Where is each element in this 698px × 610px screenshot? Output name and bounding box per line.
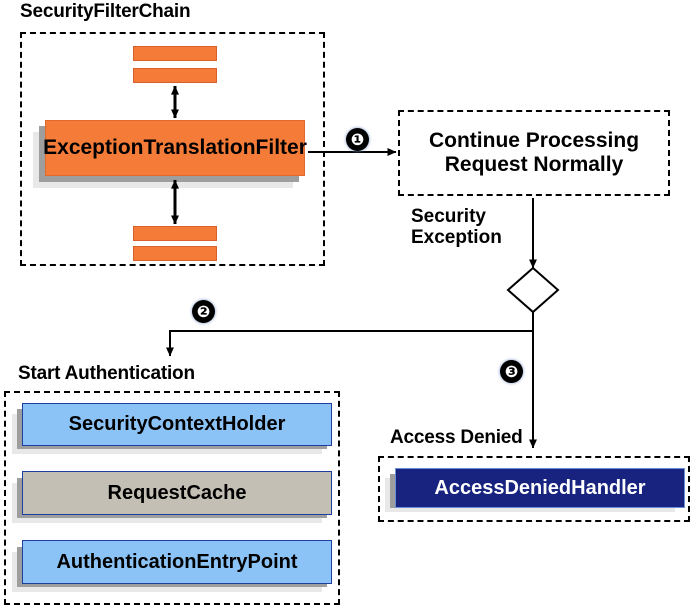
security-filter-chain-container [20,32,325,266]
node-authentication-entry-point[interactable]: AuthenticationEntryPoint [22,540,332,584]
node-label: AccessDeniedHandler [434,476,646,499]
filter-bar-bottom-1 [133,226,217,241]
filter-bar-bottom-2 [133,246,217,261]
group-label-start-authentication: Start Authentication [18,363,195,384]
group-label-security-filter-chain: SecurityFilterChain [20,1,191,22]
node-exception-translation-filter[interactable]: ExceptionTranslation Filter [43,120,307,176]
start-authentication-container [4,391,340,605]
step-marker-1: ❶ [346,128,369,151]
security-exception-line2: Exception [411,226,502,248]
node-label-line1: ExceptionTranslation [43,135,256,159]
security-exception-line1: Security [411,206,486,227]
edge-label-security-exception: Security Exception [411,206,502,248]
node-security-context-holder[interactable]: SecurityContextHolder [22,403,332,446]
step-marker-3: ❸ [500,360,523,383]
continue-processing-line2: Request Normally [444,153,624,176]
node-label: SecurityContextHolder [68,413,286,435]
filter-bar-top-1 [133,46,217,61]
step-marker-2: ❷ [192,300,215,323]
node-label: AuthenticationEntryPoint [56,550,298,573]
node-request-cache[interactable]: RequestCache [22,471,332,515]
node-continue-processing-request-normally[interactable]: Continue Processing Request Normally [398,110,670,196]
node-access-denied-handler[interactable]: AccessDeniedHandler [395,468,685,508]
node-label: RequestCache [107,481,247,504]
access-denied-container [378,456,690,522]
filter-bar-top-2 [133,68,217,83]
node-label-line2: Filter [255,135,307,159]
group-label-access-denied: Access Denied [390,427,523,448]
continue-processing-line1: Continue Processing [428,129,640,153]
